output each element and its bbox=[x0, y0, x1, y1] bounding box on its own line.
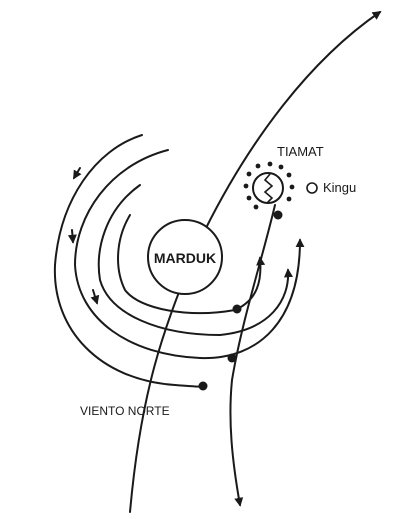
third-orbit-arc bbox=[97, 184, 293, 337]
viento-norte-label: VIENTO NORTE bbox=[80, 404, 170, 418]
second-orbit-arc bbox=[73, 149, 305, 360]
tiamat-descent-path bbox=[229, 204, 276, 507]
marduk-circle bbox=[147, 219, 223, 295]
tiamat-satellites bbox=[243, 161, 295, 210]
tiamat-circle bbox=[252, 172, 284, 204]
tiamat-zigzag bbox=[263, 173, 274, 203]
outer-orbit-arrow bbox=[73, 167, 82, 180]
kingu-circle bbox=[306, 182, 318, 194]
left-orbit-arrow-2 bbox=[90, 289, 100, 305]
marduk-label: MARDUK bbox=[154, 250, 216, 266]
left-orbit-arrow-1 bbox=[67, 229, 77, 244]
intersection-dots bbox=[198, 210, 283, 391]
tiamat-label: TIAMAT bbox=[277, 144, 324, 159]
inner-orbit-arc bbox=[117, 214, 266, 315]
kingu-label: Kingu bbox=[323, 180, 356, 195]
outer-orbit-arc bbox=[53, 134, 205, 388]
